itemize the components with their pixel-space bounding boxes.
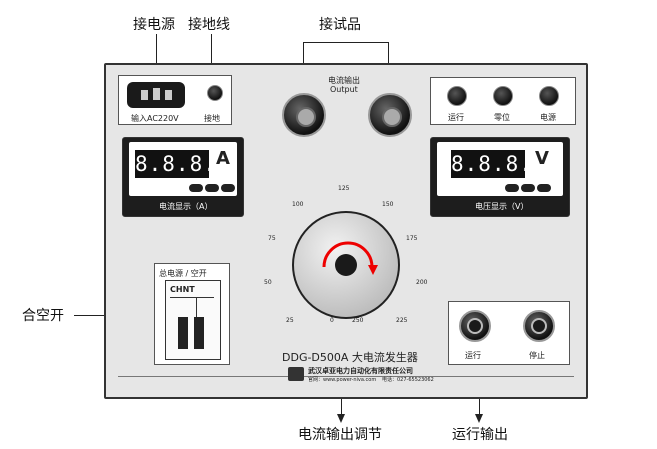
arrow-adjust [337,414,345,423]
stop-button[interactable] [523,310,555,342]
status-label-power: 电源 [540,113,556,122]
dial-tick-75: 75 [268,235,276,242]
run-indicator-button[interactable] [447,86,467,106]
breaker-title: 总电源 / 空开 [159,269,207,278]
output-title: 电流输出 [328,76,360,85]
ammeter-display: 8.8.8.8 [135,150,231,178]
breaker-switch-right[interactable] [194,317,204,349]
ammeter-box: 8.8.8.8 A 电流显示（A） [122,137,244,217]
ammeter-key-3[interactable] [221,184,235,192]
dial-tick-50: 50 [264,279,272,286]
ammeter-label: 电流显示（A） [159,202,213,211]
ammeter-unit: A [216,148,230,169]
company-logo-icon [288,367,304,381]
dial-tick-100: 100 [292,201,304,208]
run-label: 运行 [465,351,481,360]
ammeter-key-1[interactable] [189,184,203,192]
dial-tick-0: 0 [330,317,334,324]
arrow-run-output [475,414,483,423]
bottom-frame-line [118,376,574,377]
breaker-brand: CHNT [170,285,195,294]
callout-run-output: 运行输出 [452,427,508,443]
line-ground [211,34,212,78]
dial-tick-200: 200 [416,279,428,286]
voltmeter-key-2[interactable] [521,184,535,192]
device-panel: 输入AC220V 接地 电流输出 Output 运行 零位 电源 8.8.8.8… [104,63,588,399]
line-specimen-h [303,42,389,43]
output-terminal-right[interactable] [368,93,412,137]
callout-power: 接电源 [133,17,175,33]
company-phone: 电话：027-65523062 [382,377,434,383]
dial-tick-150: 150 [382,201,394,208]
model-name: DDG-D500A 大电流发生器 [282,351,418,364]
status-buttons-box: 运行 零位 电源 [430,77,576,125]
company-name: 武汉卓亚电力自动化有限责任公司 [308,367,413,375]
voltmeter-key-3[interactable] [537,184,551,192]
line-power [156,34,157,76]
status-label-zero: 零位 [494,113,510,122]
ammeter-key-2[interactable] [205,184,219,192]
callout-breaker: 合空开 [22,308,64,324]
run-button[interactable] [459,310,491,342]
ground-label: 接地 [204,114,220,123]
output-terminal-left[interactable] [282,93,326,137]
breaker-switch-left[interactable] [178,317,188,349]
callout-adjust: 电流输出调节 [298,427,382,443]
breaker-box: 总电源 / 空开 CHNT [154,263,230,365]
voltmeter-box: 8.8.8.8 V 电压显示（V） [430,137,570,217]
dial-tick-225: 225 [396,317,408,324]
run-stop-box: 运行 停止 [448,301,570,365]
dial-tick-125: 125 [338,185,350,192]
dial-tick-250: 250 [352,317,364,324]
rotate-arrow-icon [322,241,378,275]
ground-terminal[interactable] [207,85,223,101]
status-label-run: 运行 [448,113,464,122]
voltmeter-unit: V [535,148,549,169]
power-input-box: 输入AC220V 接地 [118,75,232,125]
power-socket[interactable] [127,82,185,108]
output-subtitle: Output [330,85,358,94]
power-input-label: 输入AC220V [131,114,179,123]
dial-tick-175: 175 [406,235,418,242]
stop-label: 停止 [529,351,545,360]
voltmeter-label: 电压显示（V） [475,202,529,211]
power-indicator-button[interactable] [539,86,559,106]
dial-tick-25: 25 [286,317,294,324]
company-website: 官网：www.power-niva.com [308,377,377,383]
callout-specimen: 接试品 [319,17,361,33]
zero-indicator-button[interactable] [493,86,513,106]
voltmeter-key-1[interactable] [505,184,519,192]
voltmeter-display: 8.8.8.8 [451,150,547,178]
current-adjust-knob[interactable] [292,211,400,319]
callout-ground: 接地线 [188,17,230,33]
